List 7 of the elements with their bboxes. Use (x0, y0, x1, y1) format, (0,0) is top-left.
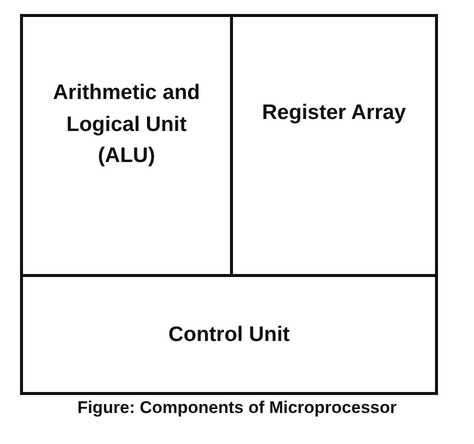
figure-caption: Figure: Components of Microprocessor (76, 398, 398, 418)
component-label: Control Unit (167, 322, 291, 348)
component-box (20, 14, 233, 277)
component-label: Arithmetic and Logical Unit (ALU) (52, 80, 202, 169)
component-box (20, 274, 438, 395)
component-label: Register Array (261, 100, 407, 126)
component-box (230, 14, 438, 277)
